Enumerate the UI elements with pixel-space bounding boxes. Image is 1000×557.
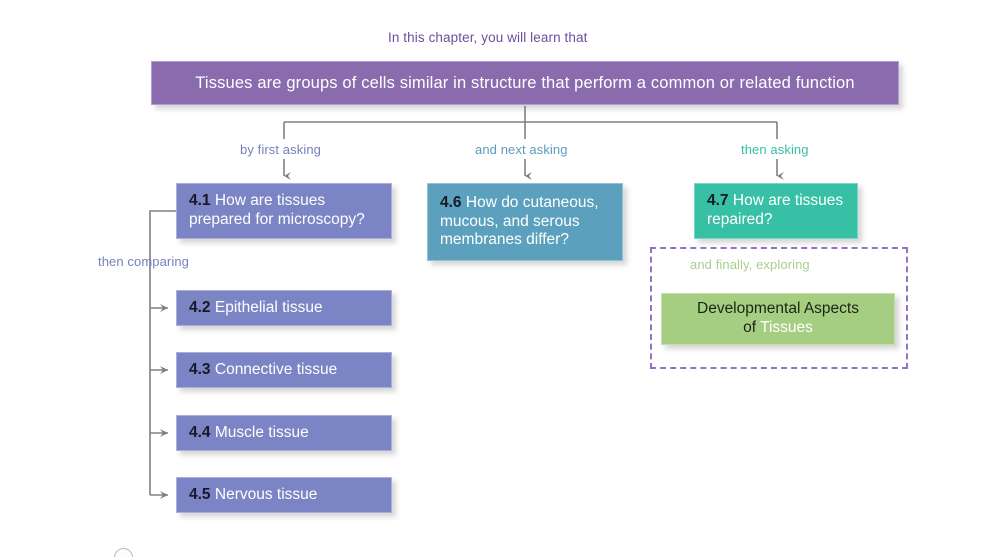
branch-label-by-first-asking: by first asking [240, 142, 321, 157]
section-4-7-title: How are tissues repaired? [707, 192, 844, 228]
section-4-1-title: How are tissues prepared for microscopy? [189, 192, 365, 228]
section-box-4-2[interactable]: 4.2 Epithelial tissue [176, 290, 392, 326]
developmental-aspects-line2-prefix: of [743, 319, 761, 336]
section-4-2-number: 4.2 [189, 298, 211, 316]
developmental-aspects-content: Developmental Aspects of Tissues [662, 300, 894, 338]
section-box-4-7[interactable]: 4.7 How are tissues repaired? [694, 183, 858, 239]
developmental-aspects-box[interactable]: Developmental Aspects of Tissues [661, 293, 895, 345]
section-4-6-content: 4.6 How do cutaneous, mucous, and serous… [428, 194, 622, 251]
section-4-3-number: 4.3 [189, 360, 211, 378]
section-box-4-3[interactable]: 4.3 Connective tissue [176, 352, 392, 388]
section-4-3-title: Connective tissue [214, 360, 338, 378]
section-4-3-content: 4.3 Connective tissue [177, 361, 391, 380]
section-4-2-content: 4.2 Epithelial tissue [177, 299, 391, 318]
developmental-aspects-dashed-region [650, 247, 908, 369]
page-bottom-circle-mark [114, 548, 133, 557]
section-box-4-1[interactable]: 4.1 How are tissues prepared for microsc… [176, 183, 392, 239]
branch-label-then-asking: then asking [741, 142, 809, 157]
section-box-4-5[interactable]: 4.5 Nervous tissue [176, 477, 392, 513]
branch-label-and-finally-exploring: and finally, exploring [690, 257, 810, 272]
developmental-aspects-line2-highlight: Tissues [760, 319, 813, 336]
chapter-statement-box: Tissues are groups of cells similar in s… [151, 61, 899, 105]
developmental-aspects-line1: Developmental Aspects [697, 300, 859, 318]
section-box-4-6[interactable]: 4.6 How do cutaneous, mucous, and serous… [427, 183, 623, 261]
section-4-5-number: 4.5 [189, 485, 211, 503]
section-4-4-number: 4.4 [189, 423, 211, 441]
section-4-1-number: 4.1 [189, 192, 211, 210]
section-4-6-title: How do cutaneous, mucous, and serous mem… [440, 193, 599, 249]
section-4-5-title: Nervous tissue [214, 485, 318, 503]
branch-label-and-next-asking: and next asking [475, 142, 568, 157]
section-4-1-content: 4.1 How are tissues prepared for microsc… [177, 192, 391, 230]
chapter-statement-text: Tissues are groups of cells similar in s… [195, 73, 855, 92]
section-4-7-content: 4.7 How are tissues repaired? [695, 192, 857, 230]
chapter-intro-caption: In this chapter, you will learn that [388, 30, 588, 45]
section-4-7-number: 4.7 [707, 192, 729, 210]
section-4-4-title: Muscle tissue [214, 423, 309, 441]
section-4-6-number: 4.6 [440, 193, 462, 211]
section-4-5-content: 4.5 Nervous tissue [177, 486, 391, 505]
section-4-4-content: 4.4 Muscle tissue [177, 424, 391, 443]
branch-label-then-comparing: then comparing [98, 254, 190, 269]
section-4-2-title: Epithelial tissue [214, 298, 323, 316]
section-box-4-4[interactable]: 4.4 Muscle tissue [176, 415, 392, 451]
